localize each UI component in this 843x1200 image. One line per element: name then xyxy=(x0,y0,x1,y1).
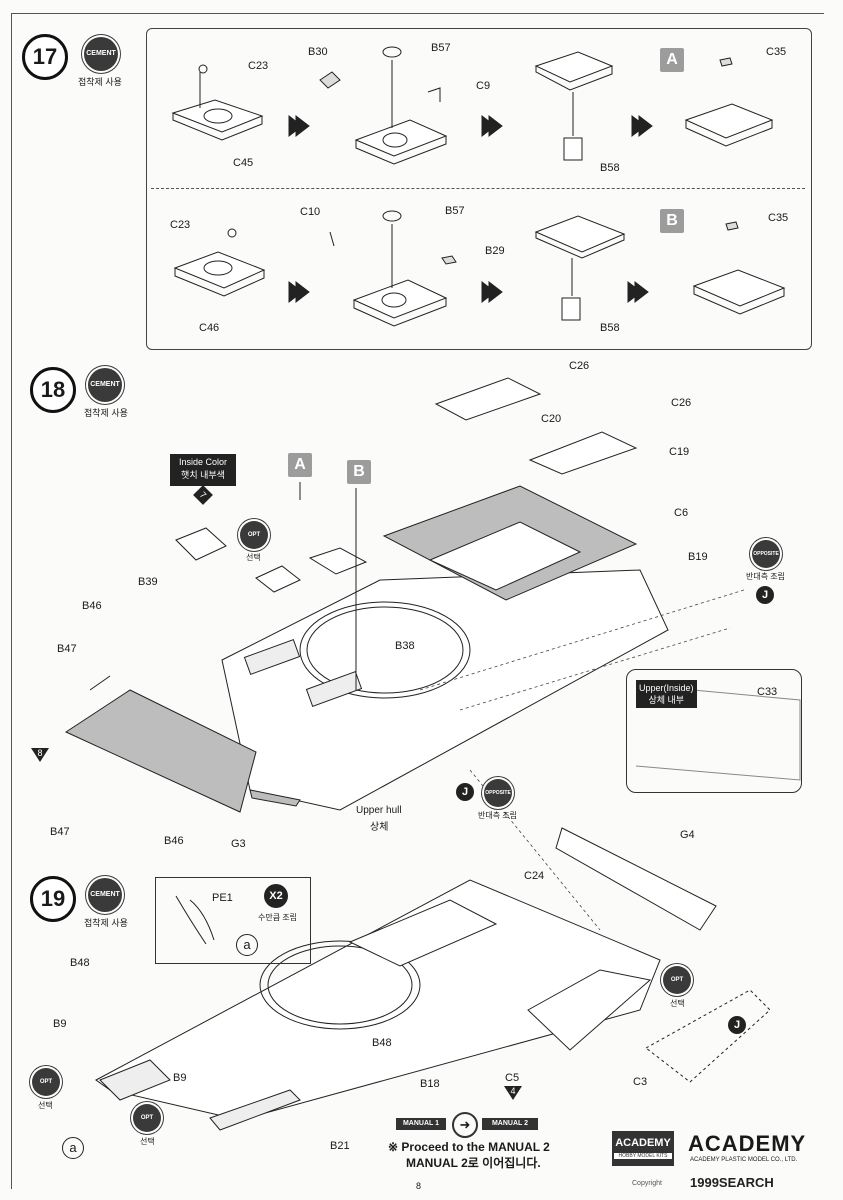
variant-a-tag: A xyxy=(288,453,312,477)
part-label: C33 xyxy=(757,686,778,698)
part-label: C9 xyxy=(476,80,491,92)
part-label: C46 xyxy=(199,322,220,334)
upper-inside-kr: 상체 내부 xyxy=(648,695,685,705)
part-label: C26 xyxy=(671,397,692,409)
page-frame xyxy=(11,13,824,1189)
part-label: C45 xyxy=(233,157,254,169)
part-label: B47 xyxy=(50,826,70,838)
copyright: Copyright xyxy=(632,1180,662,1187)
step-18-number: 18 xyxy=(30,367,76,413)
watermark: 1999SEARCH xyxy=(690,1175,774,1190)
part-label: C3 xyxy=(633,1076,648,1088)
part-label: C6 xyxy=(674,507,689,519)
part-label: G3 xyxy=(231,838,246,850)
marker-j: J xyxy=(756,586,774,604)
part-label: C19 xyxy=(669,446,690,458)
academy-company: ACADEMY PLASTIC MODEL CO., LTD. xyxy=(690,1157,798,1163)
proceed-en: ※ Proceed to the MANUAL 2 xyxy=(388,1140,550,1154)
marker-j: J xyxy=(456,783,474,801)
pe-inset xyxy=(155,877,311,964)
step-17-number: 17 xyxy=(22,34,68,80)
opposite-badge: OPPOSITE xyxy=(752,540,780,568)
opt-note: 선택 xyxy=(670,999,685,1008)
variant-divider xyxy=(151,188,805,189)
part-label: B58 xyxy=(600,162,620,174)
part-label: B39 xyxy=(138,576,158,588)
opt-note: 선택 xyxy=(246,553,261,562)
inside-color-label: Inside Color 햇치 내부색 xyxy=(170,454,236,486)
opposite-note: 반대측 조립 xyxy=(746,572,786,581)
part-label: C24 xyxy=(524,870,545,882)
variant-a-tag: A xyxy=(660,48,684,72)
arrow-right-icon: ➜ xyxy=(452,1112,478,1138)
marker-j: J xyxy=(728,1016,746,1034)
x2-badge: X2 xyxy=(264,884,288,908)
part-label: G4 xyxy=(680,829,695,841)
part-label: B30 xyxy=(308,46,328,58)
part-label: C20 xyxy=(541,413,562,425)
manual-2-tag: MANUAL 2 xyxy=(482,1118,538,1130)
part-label: B47 xyxy=(57,643,77,655)
part-label: B46 xyxy=(82,600,102,612)
academy-logo-box: ACADEMY HOBBY MODEL KITS xyxy=(612,1131,674,1166)
part-label: C26 xyxy=(569,360,590,372)
inside-color-kr: 햇치 내부색 xyxy=(181,470,225,480)
part-label: C5 xyxy=(505,1072,520,1084)
manual-1-tag: MANUAL 1 xyxy=(396,1118,446,1130)
opt-badge: OPT xyxy=(32,1068,60,1096)
part-label: B57 xyxy=(445,205,465,217)
part-label: C23 xyxy=(248,60,269,72)
part-label: C23 xyxy=(170,219,191,231)
academy-box-sub: HOBBY MODEL KITS xyxy=(614,1153,672,1159)
part-label: B9 xyxy=(53,1018,67,1030)
upper-inside-label: Upper(Inside) 상체 내부 xyxy=(636,680,697,708)
part-label: B19 xyxy=(688,551,708,563)
page-number: 8 xyxy=(416,1181,422,1191)
opt-badge: OPT xyxy=(663,966,691,994)
step-19-number: 19 xyxy=(30,876,76,922)
part-label: B29 xyxy=(485,245,505,257)
part-label: B9 xyxy=(173,1072,187,1084)
academy-logo: ACADEMY xyxy=(688,1131,807,1156)
part-label: B21 xyxy=(330,1140,350,1152)
opposite-note: 반대측 조립 xyxy=(478,811,518,820)
part-label: C35 xyxy=(766,46,787,58)
a-mark: a xyxy=(236,934,258,956)
part-label: B46 xyxy=(164,835,184,847)
opt-badge: OPT xyxy=(133,1104,161,1132)
opt-note: 선택 xyxy=(140,1137,155,1146)
academy-box-title: ACADEMY xyxy=(615,1137,671,1149)
cement-note: 접착제 사용 xyxy=(84,918,128,928)
inside-color-en: Inside Color xyxy=(178,457,228,467)
x2-note: 수만큼 조립 xyxy=(258,913,298,922)
part-label: B57 xyxy=(431,42,451,54)
cement-badge: CEMENT xyxy=(84,37,118,71)
cement-note: 접착제 사용 xyxy=(78,77,122,87)
part-label: C35 xyxy=(768,212,789,224)
part-label: B58 xyxy=(600,322,620,334)
part-label: B38 xyxy=(395,640,415,652)
upper-inside-en: Upper(Inside) xyxy=(639,683,694,693)
pe-label: PE1 xyxy=(212,892,233,904)
upper-hull-kr: 상체 xyxy=(370,822,389,833)
cement-badge: CEMENT xyxy=(88,368,122,402)
upper-hull-en: Upper hull xyxy=(356,805,402,816)
opt-note: 선택 xyxy=(38,1101,53,1110)
part-label: B48 xyxy=(372,1037,392,1049)
step-17-panel xyxy=(146,28,812,350)
upper-inside-inset xyxy=(626,669,802,793)
proceed-kr: MANUAL 2로 이어집니다. xyxy=(406,1156,541,1170)
variant-b-tag: B xyxy=(660,209,684,233)
variant-b-tag: B xyxy=(347,460,371,484)
opt-badge: OPT xyxy=(240,521,268,549)
proceed-note: ※ Proceed to the MANUAL 2 MANUAL 2로 이어집니… xyxy=(388,1139,550,1171)
opposite-badge: OPPOSITE xyxy=(484,779,512,807)
cement-badge: CEMENT xyxy=(88,878,122,912)
part-label: B18 xyxy=(420,1078,440,1090)
part-label: C10 xyxy=(300,206,321,218)
part-label: B48 xyxy=(70,957,90,969)
cement-note: 접착제 사용 xyxy=(84,408,128,418)
a-mark: a xyxy=(62,1137,84,1159)
